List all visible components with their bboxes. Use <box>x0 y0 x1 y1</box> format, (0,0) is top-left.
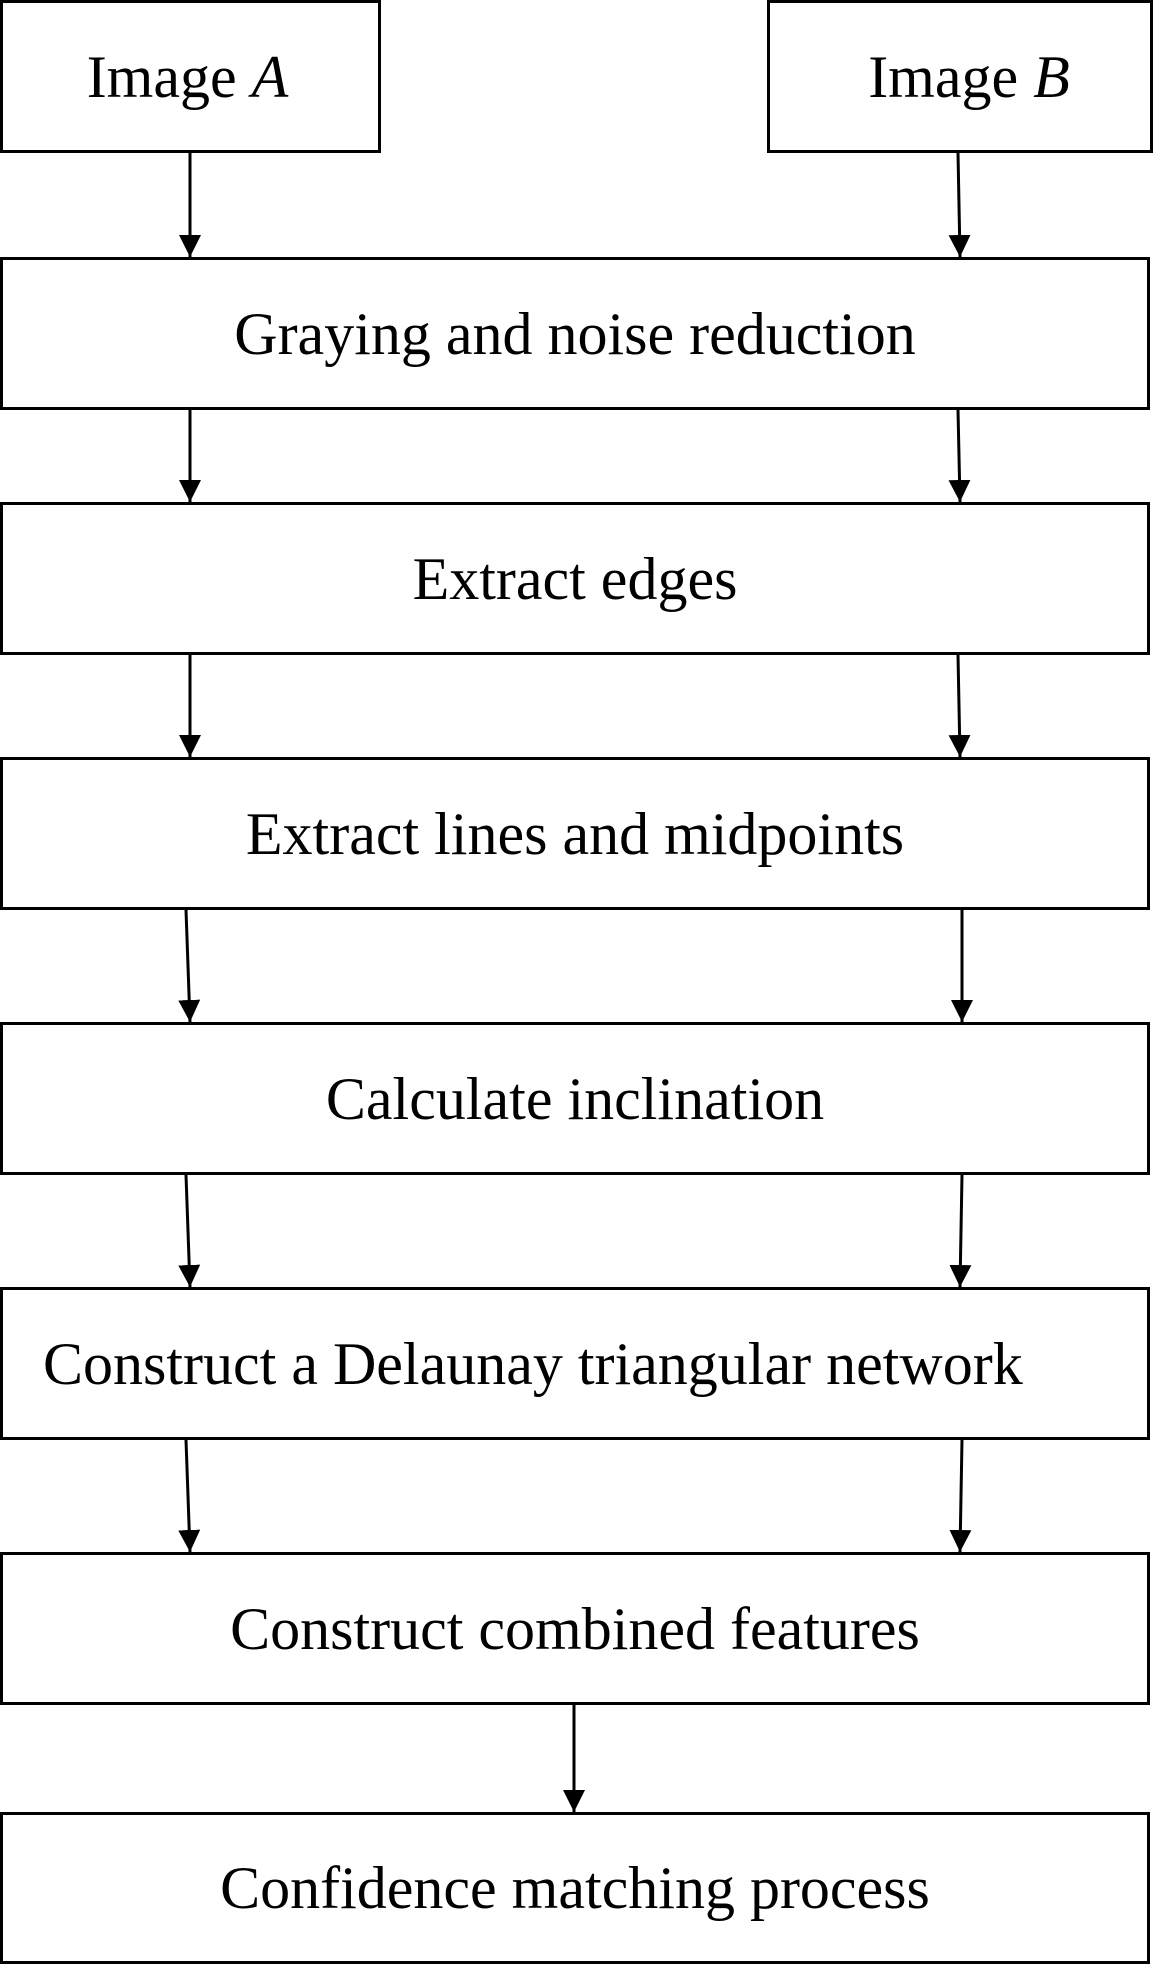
image-b-label: Image B <box>868 43 1070 110</box>
image-a-label: Image A <box>86 43 289 110</box>
arrow-left-inclination-to-delaunay <box>178 1174 201 1288</box>
step-confidence-matching: Confidence matching process <box>0 1812 1150 1964</box>
step-label: Confidence matching process <box>220 1855 930 1921</box>
step-extract-lines-midpoints: Extract lines and midpoints <box>0 757 1150 910</box>
image-b-symbol: B <box>1033 43 1070 110</box>
arrow-right-delaunay-to-combined <box>949 1439 972 1553</box>
arrow-left-lines-to-inclination <box>178 909 201 1023</box>
step-label: Graying and noise reduction <box>234 300 916 367</box>
arrow-right-graying-to-edges <box>948 409 971 503</box>
step-delaunay-network: Construct a Delaunay triangular network <box>0 1287 1150 1440</box>
step-label: Calculate inclination <box>325 1065 825 1132</box>
image-a-box: Image A <box>0 0 381 153</box>
arrow-right-inclination-to-delaunay <box>949 1174 972 1288</box>
step-label: Extract lines and midpoints <box>245 800 905 867</box>
arrow-image-b-to-graying <box>948 152 971 258</box>
image-a-symbol: A <box>251 43 289 110</box>
step-graying-noise-reduction: Graying and noise reduction <box>0 257 1150 410</box>
arrow-right-edges-to-lines <box>948 654 971 758</box>
step-extract-edges: Extract edges <box>0 502 1150 655</box>
step-calculate-inclination: Calculate inclination <box>0 1022 1150 1175</box>
arrow-left-delaunay-to-combined <box>178 1439 201 1553</box>
step-label: Construct a Delaunay triangular network <box>43 1330 1023 1397</box>
image-b-box: Image B <box>767 0 1153 153</box>
step-label: Extract edges <box>412 545 738 612</box>
step-label: Construct combined features <box>230 1595 920 1662</box>
step-combined-features: Construct combined features <box>0 1552 1150 1705</box>
